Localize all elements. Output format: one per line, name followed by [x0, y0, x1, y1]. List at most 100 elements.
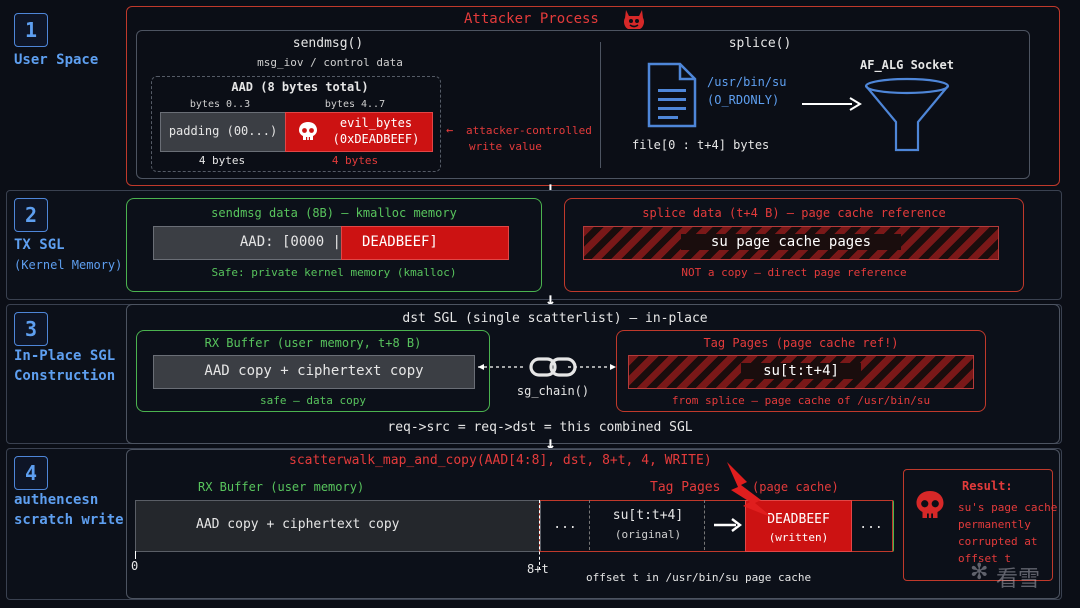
tag-pages-box [616, 330, 986, 412]
stage-4-title-line1: authencesn [14, 492, 99, 508]
result-line-4: offset t [958, 552, 1011, 565]
note-line2: write value [469, 140, 542, 153]
rx-strip-label: AAD copy + ciphertext copy [196, 517, 400, 532]
rx-buffer-label: RX Buffer (user memory) [198, 480, 365, 494]
chain-label: sg_chain() [516, 384, 590, 398]
aad-dashed-box [151, 76, 441, 172]
tag-content-bar: su[t:t+4] [628, 355, 974, 389]
stage-3-title-line2: Construction [14, 368, 116, 384]
lightning-icon [727, 462, 773, 518]
orig-divider-left [589, 500, 590, 550]
link-icon [529, 357, 577, 377]
syscall-divider [600, 42, 601, 168]
tag-pages-title: Tag Pages (page cache ref!) [703, 336, 899, 350]
su-pages-label: su page cache pages [681, 234, 901, 250]
scratch-write-box [126, 449, 1060, 599]
devil-icon [624, 10, 644, 29]
aad-title: AAD (8 bytes total) [231, 80, 369, 94]
splice-range: file[0 : t+4] bytes [632, 138, 770, 152]
axis-8t: 8+t [527, 562, 549, 576]
stage-1-badge: 1 [14, 13, 48, 47]
result-line-3: corrupted at [958, 535, 1038, 548]
stage-3-badge: 3 [14, 312, 48, 346]
sendmsg-title: sendmsg() [292, 36, 364, 51]
splice-data-box [564, 198, 1024, 292]
orig-divider-right [704, 500, 705, 550]
down-arrow-icon-3: ↓ [545, 433, 556, 454]
tag-pages-label: Tag Pages [650, 480, 721, 495]
deadbeef-part-label: DEADBEEF] [362, 234, 438, 250]
tag-content-label: su[t:t+4] [741, 363, 861, 379]
watermark-logo-icon: ✻ [970, 560, 989, 585]
deadbeef-part-cell: DEADBEEF] [341, 226, 509, 260]
watermark-text: 看雪 [996, 567, 1041, 592]
aad-part-label: AAD: [0000 | [239, 234, 341, 250]
syscalls-box [136, 30, 1030, 179]
page-cache-label: (page cache) [752, 480, 839, 494]
tick-zero [135, 551, 136, 559]
not-copy-note: NOT a copy — direct page reference [681, 266, 907, 279]
bytes-left-label: bytes 0..3 [189, 99, 251, 110]
note-line1: attacker-controlled [466, 124, 592, 137]
attacker-process-title: Attacker Process [464, 11, 599, 27]
stage-4-title-line2: scratch write [14, 512, 124, 528]
dots-left: ... [553, 517, 577, 532]
size-right-label: 4 bytes [331, 154, 379, 167]
sendmsg-data-title: sendmsg data (8B) — kmalloc memory [211, 206, 457, 220]
socket-label: AF_ALG Socket [860, 58, 954, 72]
evil-bytes-cell: evil_bytes (0xDEADBEEF) [285, 112, 433, 152]
rx-strip-cell: AAD copy + ciphertext copy [135, 500, 541, 552]
left-arrow-icon: ← [446, 123, 454, 137]
dst-sgl-title: dst SGL (single scatterlist) — in-place [402, 311, 708, 326]
stage-3-title-line1: In-Place SGL [14, 348, 116, 364]
offset-note: offset t in /usr/bin/su page cache [586, 571, 812, 584]
right-arrow-icon [802, 97, 862, 111]
sendmsg-sub: msg_iov / control data [257, 56, 403, 69]
splice-data-title: splice data (t+4 B) — page cache referen… [642, 206, 946, 220]
down-arrow-icon-2: ↓ [545, 289, 556, 310]
padding-label: padding (00...) [168, 124, 278, 138]
result-title: Result: [962, 479, 1013, 493]
evil-bytes-line2: (0xDEADBEEF) [332, 132, 420, 146]
bytes-right-label: bytes 4..7 [324, 99, 386, 110]
sendmsg-data-box [126, 198, 542, 292]
result-skull-icon [916, 491, 944, 518]
safe-note: Safe: private kernel memory (kmalloc) [211, 266, 457, 279]
su-pages-bar: su page cache pages [583, 226, 999, 260]
rx-content-cell: AAD copy + ciphertext copy [153, 355, 475, 389]
stage-2-subtitle: (Kernel Memory) [14, 258, 123, 272]
aad-part-cell: AAD: [0000 | [153, 226, 342, 260]
rx-note: safe — data copy [260, 394, 366, 407]
written-line2: (written) [768, 531, 829, 544]
rx-content-label: AAD copy + ciphertext copy [204, 363, 424, 379]
down-arrow-icon: ↓ [545, 178, 556, 199]
scatterwalk-call: scatterwalk_map_and_copy(AAD[4:8], dst, … [289, 453, 712, 468]
rx-buffer-title: RX Buffer (user memory, t+8 B) [204, 336, 422, 350]
rx-buffer-box [136, 330, 490, 412]
splice-title: splice() [728, 36, 792, 51]
stage-1-title: User Space [14, 52, 99, 68]
result-line-1: su's page cache [958, 501, 1058, 514]
write-arrow-icon [714, 518, 742, 532]
orig-line1: su[t:t+4] [612, 508, 684, 523]
stage-4-badge: 4 [14, 456, 48, 490]
result-box [903, 469, 1053, 581]
written-line1: DEADBEEF [767, 512, 830, 527]
written-cell: DEADBEEF (written) [745, 500, 852, 552]
orig-line2: (original) [614, 528, 682, 541]
splice-path: /usr/bin/su [707, 75, 787, 89]
equality-label: req->src = req->dst = this combined SGL [387, 420, 693, 435]
result-line-2: permanently [958, 518, 1031, 531]
stage-2-badge: 2 [14, 198, 48, 232]
boundary-dashed-line [539, 500, 540, 570]
splice-mode: (O_RDONLY) [707, 93, 780, 107]
attacker-process-box [126, 6, 1060, 186]
axis-zero: 0 [131, 559, 139, 573]
size-left-label: 4 bytes [198, 154, 246, 167]
tag-note: from splice — page cache of /usr/bin/su [671, 394, 931, 407]
funnel-icon [864, 77, 950, 152]
stage-2-title: TX SGL [14, 237, 65, 253]
dots-right: ... [859, 517, 883, 532]
evil-bytes-line1: evil_bytes [339, 116, 413, 130]
padding-cell: padding (00...) [160, 112, 286, 152]
